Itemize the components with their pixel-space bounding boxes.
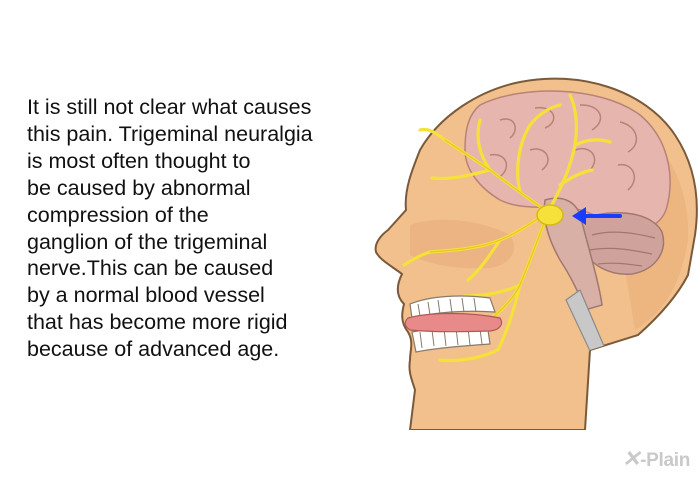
trigeminal-ganglion (536, 204, 564, 226)
body-text-line: nerve.This can be caused (27, 256, 274, 281)
teeth (409, 295, 496, 353)
brainstem (543, 197, 603, 311)
body-text-line: ganglion of the trigeminal (27, 229, 268, 254)
xplain-logo: ✕-Plain (622, 446, 691, 471)
body-text-line: by a normal blood vessel (27, 283, 265, 308)
body-text-line: is most often thought to (27, 148, 251, 173)
tongue (404, 312, 503, 333)
brain-folds (489, 104, 638, 191)
pointer-arrow (572, 207, 622, 225)
body-text-line: It is still not clear what causes (27, 95, 312, 119)
body-text-line: because of advanced age. (27, 337, 280, 362)
body-text-line: compression of the (27, 202, 209, 227)
cerebellum-folds (589, 231, 656, 267)
body-text-line: be caused by abnormal (27, 175, 251, 200)
head-illustration (374, 77, 698, 430)
body-text-line: that has become more rigid (27, 310, 288, 335)
body-text: It is still not clear what causes this p… (27, 94, 407, 363)
body-text-line: this pain. Trigeminal neuralgia (27, 121, 313, 146)
